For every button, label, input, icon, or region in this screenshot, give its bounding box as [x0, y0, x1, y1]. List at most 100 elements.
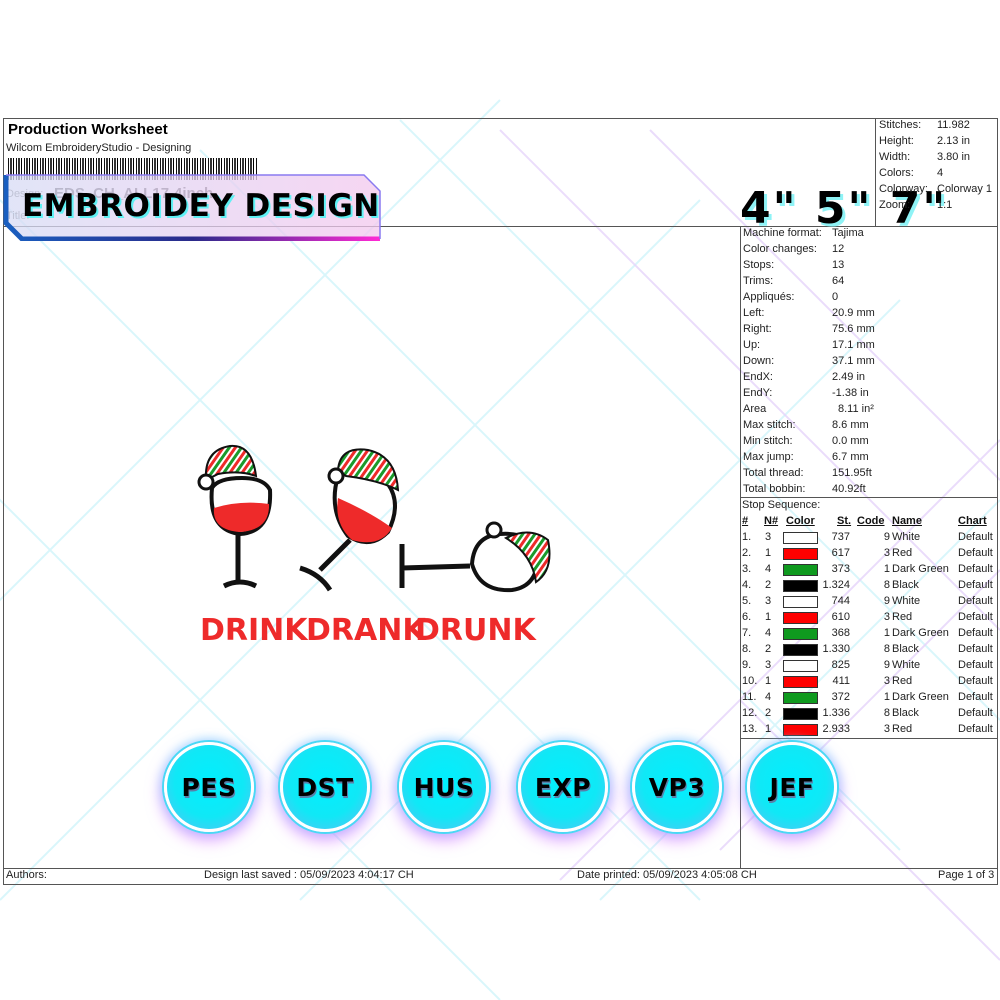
stop-cell-code: 3 [883, 611, 890, 623]
detail-row: Total bobbin:40.92ft [743, 483, 866, 495]
stat-row: Width:3.80 in [879, 151, 971, 163]
color-swatch [783, 612, 818, 624]
wine-glass-drunk [399, 521, 551, 593]
word-drunk: DRUNK [415, 613, 537, 648]
stop-cell-code: 8 [883, 579, 890, 591]
detail-row: Down:37.1 mm [743, 355, 875, 367]
stop-cell-needle: 2 [765, 643, 772, 655]
format-dst-button[interactable]: DST [280, 742, 370, 832]
col-header-code: Code [857, 515, 885, 527]
col-header-needle: N# [764, 515, 779, 527]
detail-row: Appliqués:0 [743, 291, 839, 303]
color-swatch [783, 676, 818, 688]
stop-cell-name: Black [892, 579, 919, 591]
promo-banner [3, 174, 381, 241]
summary-stats: Stitches:11.982 Height:2.13 in Width:3.8… [879, 119, 997, 219]
color-swatch [783, 660, 818, 672]
color-swatch [783, 580, 818, 592]
stop-cell-needle: 3 [765, 531, 772, 543]
worksheet-frame [3, 118, 998, 885]
stop-cell-num: 9. [742, 659, 752, 671]
divider-footer [3, 868, 998, 869]
stop-cell-stitches: 1.336 [822, 707, 850, 719]
stop-cell-chart: Default [958, 643, 993, 655]
stop-cell-needle: 3 [765, 659, 772, 671]
stop-cell-name: White [892, 531, 921, 543]
stop-cell-chart: Default [958, 563, 993, 575]
stat-row: Colors:4 [879, 167, 944, 179]
stop-cell-num: 2. [742, 547, 752, 559]
color-swatch [783, 564, 818, 576]
divider-stop-table-end [740, 738, 998, 739]
col-header-chart: Chart [958, 515, 987, 527]
detail-row: Right:75.6 mm [743, 323, 875, 335]
stop-cell-chart: Default [958, 547, 993, 559]
stop-cell-name: Black [892, 707, 919, 719]
stop-cell-needle: 1 [765, 611, 772, 623]
detail-row: Machine format:Tajima [743, 227, 864, 239]
format-exp-button[interactable]: EXP [518, 742, 608, 832]
stop-cell-code: 8 [883, 707, 890, 719]
stop-cell-chart: Default [958, 723, 993, 735]
stop-cell-code: 9 [883, 531, 890, 543]
stop-cell-code: 3 [883, 675, 890, 687]
stat-row: Stitches:11.982 [879, 119, 970, 131]
stop-cell-needle: 4 [765, 691, 772, 703]
stop-cell-chart: Default [958, 675, 993, 687]
stop-cell-stitches: 373 [831, 563, 850, 575]
stat-row: Height:2.13 in [879, 135, 971, 147]
stop-cell-chart: Default [958, 611, 993, 623]
stop-cell-code: 9 [883, 595, 890, 607]
stop-cell-code: 1 [883, 627, 890, 639]
hoop-sizes: 4" 5" 7" [740, 183, 948, 234]
stat-row: Colorway:Colorway 1 [879, 183, 993, 195]
stop-cell-num: 3. [742, 563, 752, 575]
stop-cell-num: 6. [742, 611, 752, 623]
format-hus-button[interactable]: HUS [399, 742, 489, 832]
stop-cell-stitches: 1.324 [822, 579, 850, 591]
stop-cell-needle: 1 [765, 723, 772, 735]
stop-cell-name: Red [892, 675, 913, 687]
format-pes-button[interactable]: PES [164, 742, 254, 832]
stat-row: Zoom:1:1 [879, 199, 953, 211]
stop-sequence-title: Stop Sequence: [742, 499, 821, 511]
stop-cell-code: 8 [883, 643, 890, 655]
word-drank: DRANK [306, 613, 427, 648]
detail-stats: Machine format:Tajima Color changes:12 S… [743, 227, 993, 499]
detail-row: Trims:64 [743, 275, 845, 287]
col-header-num: # [742, 515, 749, 527]
stop-cell-needle: 1 [765, 675, 772, 687]
stop-cell-name: Red [892, 723, 913, 735]
stop-cell-needle: 4 [765, 627, 772, 639]
format-vp3-button[interactable]: VP3 [632, 742, 722, 832]
stop-cell-stitches: 737 [831, 531, 850, 543]
stop-cell-name: Dark Green [892, 563, 949, 575]
wine-glass-drink [197, 444, 273, 589]
stop-cell-stitches: 411 [832, 675, 850, 687]
detail-row: Min stitch:0.0 mm [743, 435, 869, 447]
stop-cell-num: 12. [742, 707, 758, 719]
format-jef-button[interactable]: JEF [747, 742, 837, 832]
stop-cell-needle: 1 [765, 547, 772, 559]
stop-cell-num: 8. [742, 643, 752, 655]
stop-cell-needle: 4 [765, 563, 772, 575]
detail-row: Up:17.1 mm [743, 339, 875, 351]
stop-cell-stitches: 368 [831, 627, 850, 639]
footer-last-saved: Design last saved : 05/09/2023 4:04:17 C… [204, 869, 414, 881]
app-subtitle: Wilcom EmbroideryStudio - Designing [6, 142, 192, 154]
banner-title: EMBROIDEY DESIGN [22, 188, 380, 224]
stop-cell-needle: 2 [765, 707, 772, 719]
stop-cell-name: Black [892, 643, 919, 655]
stop-cell-name: White [892, 659, 921, 671]
stop-cell-code: 3 [883, 723, 890, 735]
stop-cell-stitches: 2.933 [822, 723, 850, 735]
stop-cell-num: 11. [742, 691, 757, 703]
format-exp-label: EXP [534, 772, 592, 802]
